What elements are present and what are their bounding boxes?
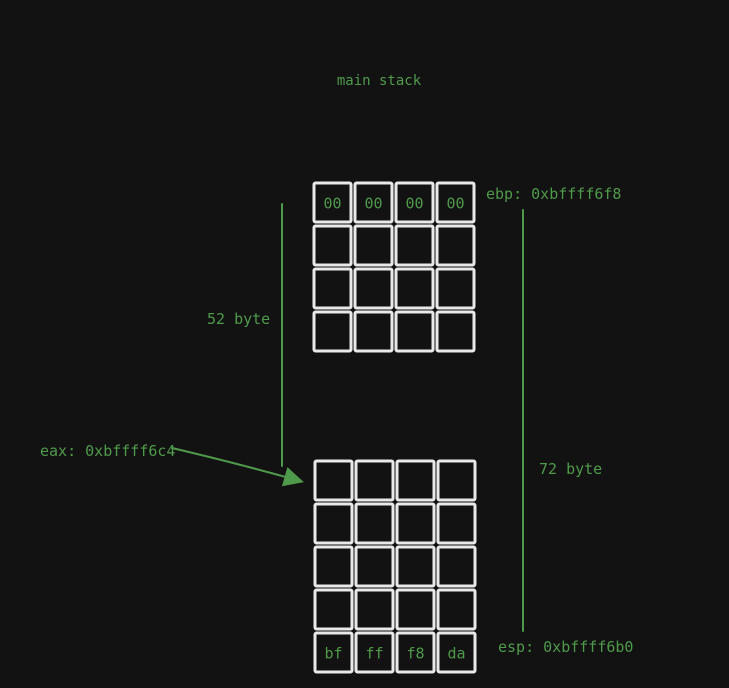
memory-cell: [436, 545, 477, 588]
memory-cell: [353, 310, 394, 353]
memory-cell: [312, 267, 353, 310]
memory-cell: [394, 224, 435, 267]
memory-cell: [313, 588, 354, 631]
memory-cell: [436, 631, 477, 674]
eax-label: eax: 0xbffff6c4: [40, 442, 175, 460]
memory-cell: [313, 459, 354, 502]
memory-cell: [435, 224, 476, 267]
memory-cell: [394, 267, 435, 310]
byte-value: 00: [323, 195, 341, 213]
eax-arrow: [171, 447, 304, 487]
memory-cell: [354, 459, 395, 502]
memory-cell: [395, 631, 436, 674]
ebp-label: ebp: 0xbffff6f8: [486, 185, 621, 203]
memory-cell: [436, 588, 477, 631]
byte-value: f8: [406, 645, 424, 663]
memory-cell: [436, 502, 477, 545]
span-72-label: 72 byte: [539, 460, 602, 478]
memory-cell: [354, 502, 395, 545]
bottom-stack-block: bf ff f8 da: [313, 459, 477, 674]
memory-cell: [312, 181, 353, 224]
memory-cell: [395, 545, 436, 588]
memory-cell: [353, 224, 394, 267]
memory-cell: [354, 588, 395, 631]
memory-cell: [313, 502, 354, 545]
byte-value: da: [447, 645, 465, 663]
esp-label: esp: 0xbffff6b0: [498, 638, 633, 656]
memory-cell: [312, 310, 353, 353]
byte-value: 00: [405, 195, 423, 213]
memory-cell: [313, 631, 354, 674]
memory-cell: [353, 267, 394, 310]
memory-cell: [435, 310, 476, 353]
byte-value: ff: [365, 645, 383, 663]
memory-cell: [354, 545, 395, 588]
memory-cell: [313, 545, 354, 588]
diagram-title: main stack: [337, 73, 422, 89]
memory-cell: [395, 502, 436, 545]
byte-value: 00: [364, 195, 382, 213]
memory-cell: [312, 224, 353, 267]
memory-cell: [394, 181, 435, 224]
memory-cell: [353, 181, 394, 224]
top-stack-block: 00 00 00 00: [312, 181, 476, 353]
span-52-label: 52 byte: [207, 310, 270, 328]
memory-cell: [395, 588, 436, 631]
byte-value: bf: [324, 645, 342, 663]
memory-cell: [435, 267, 476, 310]
memory-cell: [394, 310, 435, 353]
byte-value: 00: [446, 195, 464, 213]
memory-cell: [395, 459, 436, 502]
memory-cell: [436, 459, 477, 502]
memory-cell: [354, 631, 395, 674]
memory-cell: [435, 181, 476, 224]
